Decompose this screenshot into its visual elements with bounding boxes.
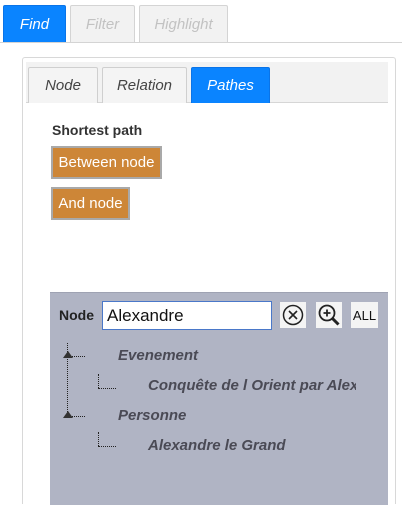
tree-item-conquete[interactable]: Conquête de l Orient par Alex	[148, 377, 356, 394]
tab-highlight[interactable]: Highlight	[139, 5, 228, 42]
collapse-icon[interactable]	[63, 351, 73, 358]
clear-search-button[interactable]	[280, 302, 306, 328]
tree-connector	[67, 356, 85, 357]
tree-connector	[67, 416, 85, 417]
zoom-in-icon	[318, 304, 340, 326]
tree-item-clip: Conquête de l Orient par Alex	[118, 377, 356, 399]
shortest-path-title: Shortest path	[52, 122, 143, 138]
tree-group-personne[interactable]: Personne	[118, 407, 187, 424]
node-search-label: Node	[59, 307, 94, 323]
tab-find[interactable]: Find	[3, 5, 66, 42]
tree-connector	[98, 374, 99, 388]
circle-x-icon	[282, 304, 304, 326]
tree-connector	[98, 432, 99, 446]
tab-filter[interactable]: Filter	[70, 5, 135, 42]
tree-connector	[67, 343, 68, 416]
select-all-button[interactable]: ALL	[351, 302, 378, 328]
and-node-button[interactable]: And node	[51, 187, 130, 220]
tree-connector	[98, 388, 116, 389]
node-search-input[interactable]	[102, 301, 272, 330]
subtab-relation[interactable]: Relation	[102, 67, 187, 103]
collapse-icon[interactable]	[63, 411, 73, 418]
between-node-button[interactable]: Between node	[51, 146, 162, 179]
subtab-node[interactable]: Node	[28, 67, 98, 103]
tree-group-evenement[interactable]: Evenement	[118, 347, 199, 364]
tree-connector	[98, 446, 116, 447]
subtab-pathes[interactable]: Pathes	[191, 67, 270, 103]
tree-item-alexandre-le-grand[interactable]: Alexandre le Grand	[148, 437, 286, 454]
zoom-search-button[interactable]	[316, 302, 342, 328]
